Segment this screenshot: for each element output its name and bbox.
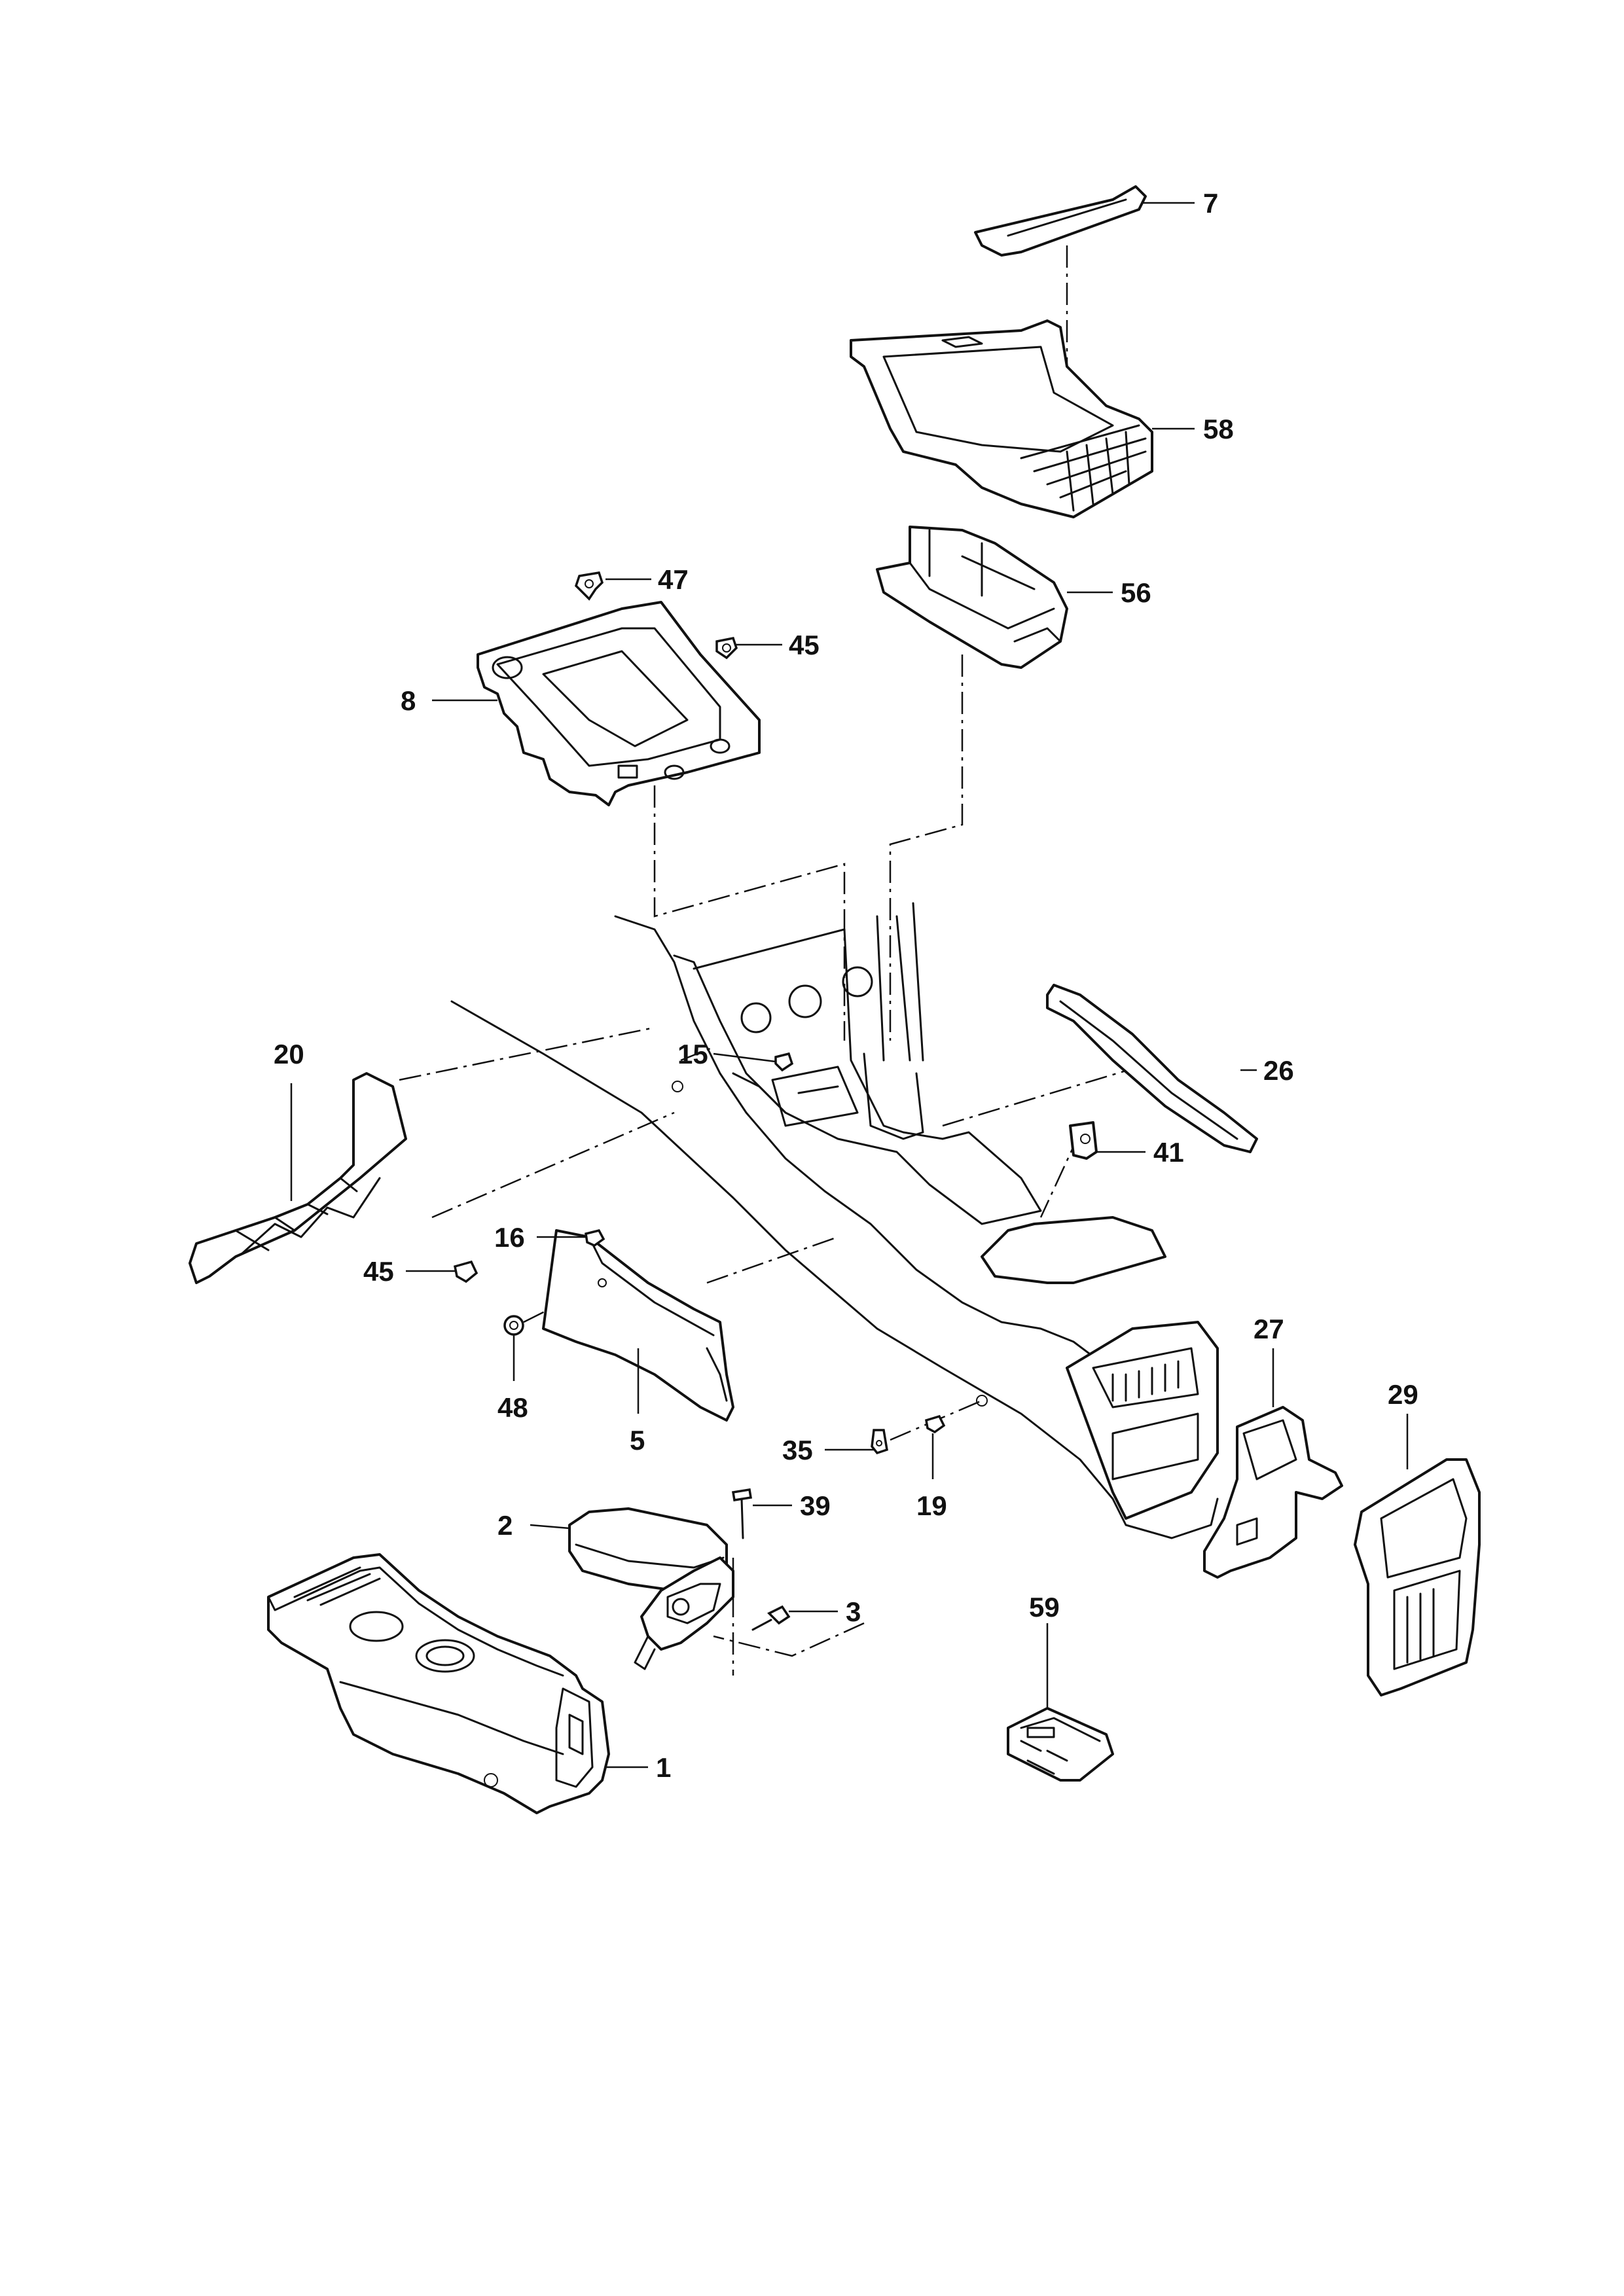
callout-41: 41 bbox=[1153, 1137, 1184, 1168]
fastener-47 bbox=[574, 571, 604, 601]
fastener-35 bbox=[871, 1429, 888, 1455]
fastener-39-screw bbox=[731, 1488, 753, 1539]
callout-labels: 7 58 56 47 45 8 20 15 16 45 26 41 48 5 3… bbox=[274, 188, 1418, 1783]
callout-5: 5 bbox=[630, 1425, 645, 1456]
part-58-storage-tray bbox=[850, 319, 1153, 518]
part-armrest-hinge bbox=[634, 1556, 734, 1670]
callout-15: 15 bbox=[677, 1039, 708, 1069]
fastener-15 bbox=[774, 1052, 794, 1072]
callout-59: 59 bbox=[1029, 1592, 1060, 1623]
callout-3: 3 bbox=[846, 1596, 861, 1627]
center-console-assembly bbox=[450, 902, 1219, 1539]
callout-35: 35 bbox=[782, 1435, 813, 1465]
fastener-48 bbox=[503, 1315, 524, 1336]
part-1-console-base bbox=[267, 1553, 610, 1814]
part-59-switch-module bbox=[1007, 1707, 1114, 1782]
part-56-bin-insert bbox=[876, 526, 1068, 669]
callout-27: 27 bbox=[1254, 1314, 1284, 1344]
callout-47: 47 bbox=[658, 564, 689, 595]
callout-48: 48 bbox=[497, 1392, 528, 1423]
leader-lines bbox=[290, 202, 1409, 1768]
callout-8: 8 bbox=[401, 685, 416, 716]
fastener-3-screw bbox=[751, 1605, 791, 1631]
callout-2: 2 bbox=[497, 1510, 513, 1541]
part-8-console-top-panel bbox=[477, 601, 761, 806]
part-26-strip bbox=[1046, 984, 1258, 1153]
callout-7: 7 bbox=[1203, 188, 1218, 219]
callout-45-mid: 45 bbox=[363, 1256, 394, 1287]
part-29-rear-trim-panel bbox=[1354, 1458, 1481, 1696]
fastener-19 bbox=[925, 1414, 946, 1434]
fastener-45-top bbox=[715, 636, 738, 660]
callout-26: 26 bbox=[1263, 1055, 1294, 1086]
part-27-rear-duct bbox=[1203, 1406, 1343, 1579]
fasteners bbox=[453, 571, 946, 1631]
callout-45-top: 45 bbox=[789, 630, 820, 660]
part-5-side-panel bbox=[542, 1229, 734, 1422]
fastener-45-mid bbox=[453, 1260, 478, 1283]
callout-29: 29 bbox=[1388, 1379, 1418, 1410]
callout-1: 1 bbox=[656, 1752, 671, 1783]
callout-19: 19 bbox=[916, 1490, 947, 1521]
callout-39: 39 bbox=[800, 1490, 831, 1521]
part-41-clip bbox=[1069, 1121, 1098, 1160]
callout-20: 20 bbox=[274, 1039, 304, 1069]
callout-56: 56 bbox=[1121, 577, 1151, 608]
callout-16: 16 bbox=[494, 1222, 525, 1253]
part-20-bracket bbox=[189, 1072, 407, 1284]
callout-58: 58 bbox=[1203, 414, 1234, 444]
part-7-trim-strip bbox=[974, 185, 1147, 257]
fastener-16 bbox=[585, 1229, 605, 1247]
